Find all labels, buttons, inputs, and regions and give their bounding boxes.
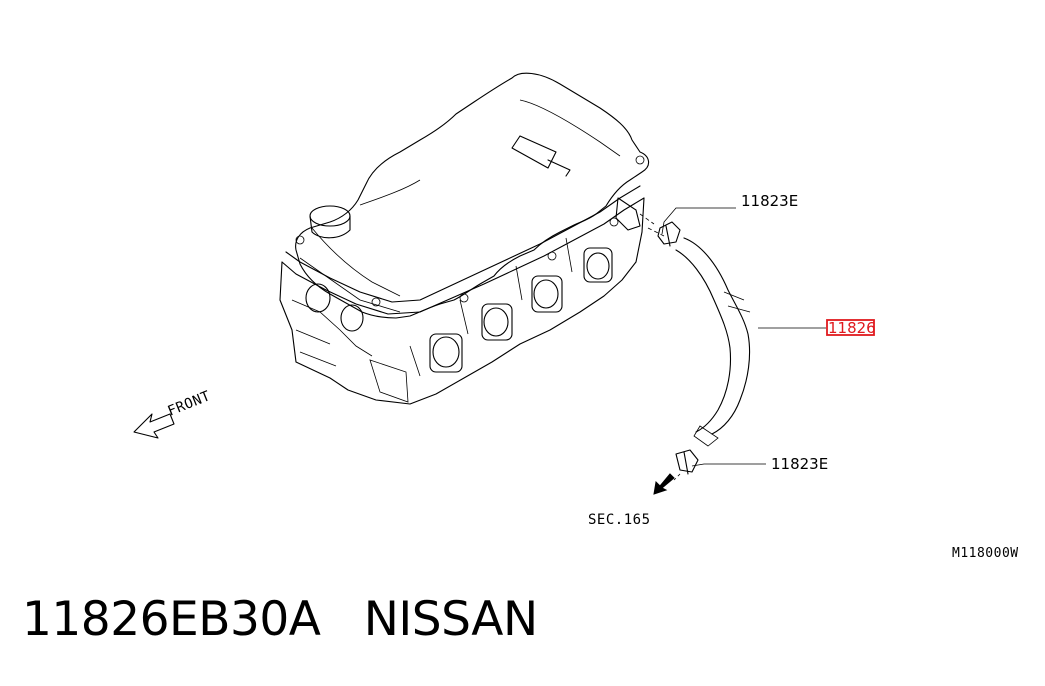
top-clamp-icon <box>657 221 681 247</box>
cylinder-head-illustration <box>279 72 665 405</box>
hose-assembly <box>657 221 751 481</box>
callout-clamp-top: 11823E <box>741 192 798 210</box>
part-caption: 11826EB30A NISSAN <box>22 596 538 643</box>
bottom-clamp-icon <box>675 449 699 475</box>
front-label: FRONT <box>166 388 213 420</box>
hose-tube <box>675 237 751 435</box>
front-arrow-icon <box>133 413 175 439</box>
part-number: 11826EB30A <box>22 592 321 647</box>
diagram-code: M118000W <box>952 546 1019 561</box>
brand-name: NISSAN <box>363 592 538 647</box>
section-arrow-icon <box>653 473 675 495</box>
callout-clamp-bottom: 11823E <box>771 455 828 473</box>
highlight-box <box>826 319 875 336</box>
callout-hose-part: 11826 <box>828 319 876 337</box>
section-ref-label: SEC.165 <box>588 512 651 528</box>
leader-lines <box>661 207 826 467</box>
